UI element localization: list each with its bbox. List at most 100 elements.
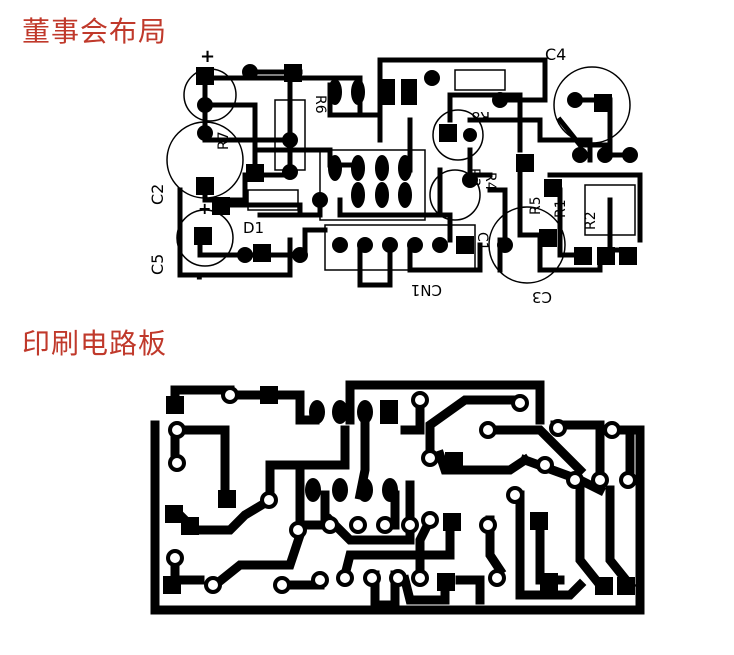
trace xyxy=(437,177,453,243)
pad xyxy=(246,164,264,182)
pad xyxy=(196,177,214,195)
label-c2: C2 xyxy=(148,184,167,205)
capacitor-c5-outline xyxy=(176,209,234,267)
label-plus-mid: + xyxy=(198,199,211,218)
trace xyxy=(357,242,393,288)
pcb-trace xyxy=(339,515,455,581)
label-cn1: CN1 xyxy=(411,281,442,299)
pcb-trace xyxy=(345,380,545,425)
pcb-pad xyxy=(382,478,398,502)
pad xyxy=(622,147,638,163)
pcb-pad xyxy=(380,400,398,424)
pcb-pad xyxy=(530,512,548,530)
pcb-pad xyxy=(218,490,236,508)
pad xyxy=(439,124,457,142)
pcb-pad xyxy=(163,576,181,594)
pcb-title: 印刷电路板 xyxy=(22,327,168,360)
pcb-pad xyxy=(165,505,183,523)
pcb-pad xyxy=(309,400,325,424)
pad xyxy=(351,79,365,105)
label-plus-top: + xyxy=(200,46,215,67)
trace xyxy=(517,157,603,273)
pcb-trace xyxy=(150,420,645,615)
pcb-pad-ring xyxy=(321,516,339,534)
pcb-pad xyxy=(332,478,348,502)
pad xyxy=(375,182,389,208)
r8-outline xyxy=(454,69,506,91)
pcb-pad xyxy=(437,573,455,591)
pad xyxy=(351,155,365,181)
pad xyxy=(332,237,348,253)
pcb-pad-ring xyxy=(566,471,584,489)
pcb-pad xyxy=(540,573,558,591)
pcb-pad-ring xyxy=(479,516,497,534)
pad xyxy=(242,64,258,80)
ic-outline xyxy=(319,149,426,221)
cn1-outline xyxy=(324,224,476,271)
capacitor-c1-outline xyxy=(429,169,481,221)
label-r7: R7 xyxy=(216,131,232,150)
pad xyxy=(357,237,373,253)
r1-outline xyxy=(584,184,636,236)
label-r2: R2 xyxy=(583,211,599,230)
pad xyxy=(212,197,230,215)
pcb-pad-ring xyxy=(401,516,419,534)
pad xyxy=(516,154,534,172)
pcb-trace xyxy=(170,425,230,500)
pcb-pad xyxy=(357,400,373,424)
pcb-pad-ring xyxy=(166,549,184,567)
pad xyxy=(597,147,613,163)
trace xyxy=(547,172,643,243)
label-r6: R6 xyxy=(312,95,328,114)
component-layout-title: 董事会布局 xyxy=(22,15,168,48)
pcb-trace xyxy=(605,485,637,592)
pad xyxy=(351,182,365,208)
pad xyxy=(194,227,212,245)
pad xyxy=(237,247,253,263)
pad xyxy=(379,79,395,105)
pad xyxy=(382,237,398,253)
label-d1: D1 xyxy=(243,219,264,237)
pad xyxy=(497,237,513,253)
pad xyxy=(197,125,213,141)
pad xyxy=(312,192,328,208)
pad xyxy=(407,237,423,253)
d1-outline xyxy=(247,189,299,211)
pad xyxy=(282,132,298,148)
pcb-pad-ring xyxy=(204,576,222,594)
pcb-trace xyxy=(434,449,532,475)
trace xyxy=(557,187,583,258)
pcb-pad-ring xyxy=(506,486,524,504)
pcb-pad-ring xyxy=(511,394,529,412)
pcb-pad xyxy=(181,517,199,535)
pad xyxy=(572,147,588,163)
pcb-pad-ring xyxy=(488,569,506,587)
pcb-pad xyxy=(166,396,184,414)
trace xyxy=(556,116,613,148)
pad xyxy=(328,79,342,105)
label-minus: - xyxy=(196,268,203,287)
pad xyxy=(432,237,448,253)
pcb-pad-ring xyxy=(273,576,291,594)
pcb-pad xyxy=(443,513,461,531)
pcb-pad-ring xyxy=(479,421,497,439)
pcb-pad xyxy=(332,400,348,424)
pad xyxy=(375,155,389,181)
pcb-pad-ring xyxy=(289,521,307,539)
pcb-pad-ring xyxy=(168,454,186,472)
capacitor-c4-outline xyxy=(553,66,631,144)
capacitor-r3-outline xyxy=(432,109,484,161)
pcb-pad xyxy=(305,478,321,502)
pcb-pad-ring xyxy=(603,421,621,439)
label-c3: C3 xyxy=(532,288,552,306)
capacitor-c2-outline xyxy=(166,121,244,199)
pcb-trace xyxy=(295,465,330,530)
trace xyxy=(242,132,293,208)
pad xyxy=(567,92,583,108)
pcb-pad-ring xyxy=(221,386,239,404)
pcb-trace xyxy=(515,490,587,600)
pcb-pad xyxy=(260,386,278,404)
pcb-pad-ring xyxy=(336,569,354,587)
pad xyxy=(619,247,637,265)
